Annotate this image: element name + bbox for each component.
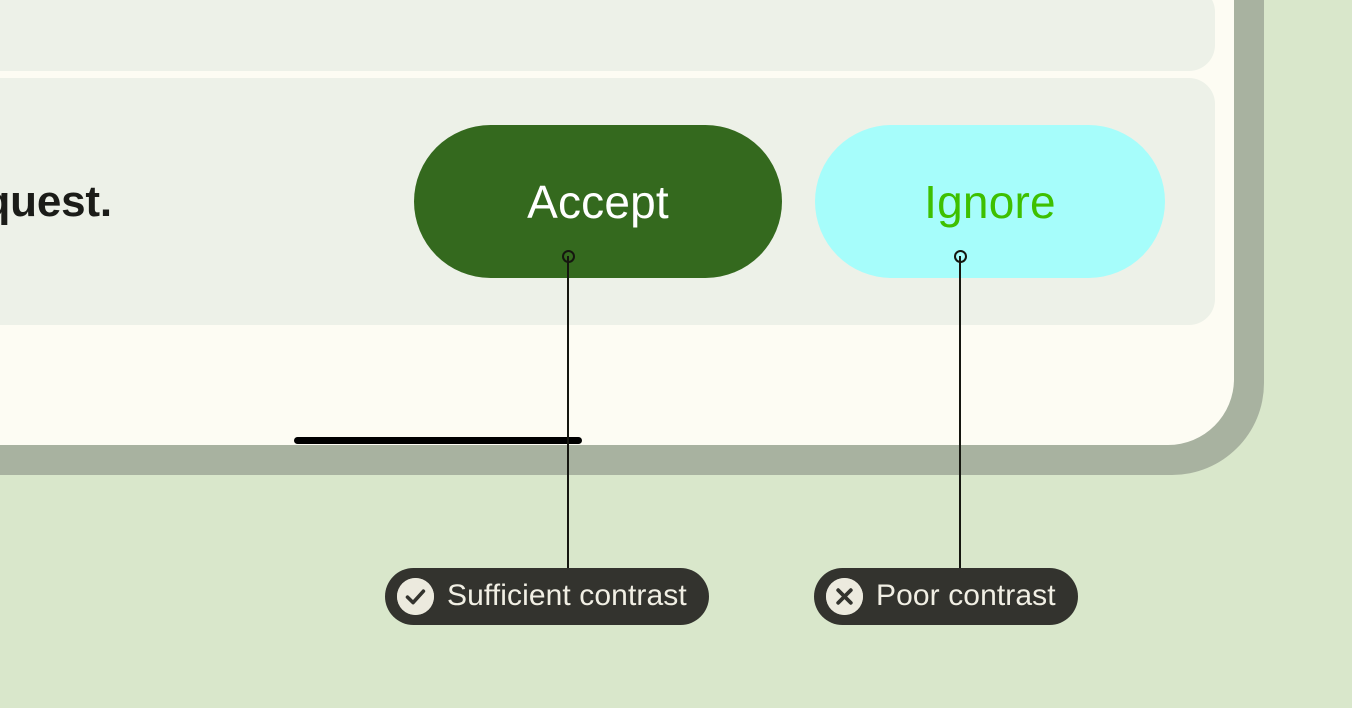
badge-sufficient-contrast: Sufficient contrast: [385, 568, 709, 625]
card-top: [0, 0, 1215, 71]
ignore-button-label: Ignore: [924, 175, 1056, 228]
check-circle-icon: [397, 578, 434, 615]
callout-leader-line: [567, 256, 569, 568]
accept-button-label: Accept: [527, 175, 669, 228]
badge-poor-contrast: Poor contrast: [814, 568, 1078, 625]
device-screen: a request. Accept Ignore: [0, 0, 1234, 445]
accept-button[interactable]: Accept: [414, 125, 782, 278]
ignore-button[interactable]: Ignore: [815, 125, 1165, 278]
badge-label-sufficient: Sufficient contrast: [447, 578, 687, 612]
callout-leader-line: [959, 256, 961, 568]
badge-label-poor: Poor contrast: [876, 578, 1056, 612]
x-circle-icon: [826, 578, 863, 615]
home-indicator: [294, 437, 582, 444]
device-frame: a request. Accept Ignore: [0, 0, 1264, 475]
request-message: a request.: [0, 176, 112, 226]
